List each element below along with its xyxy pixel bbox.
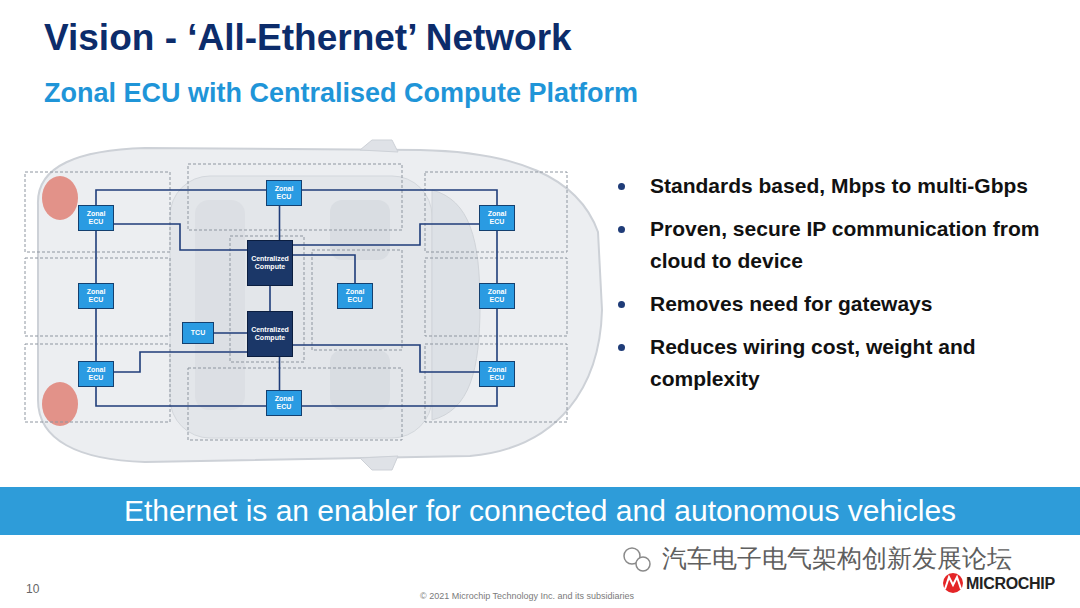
node-label: Centralized Compute — [251, 326, 289, 342]
zonal-ecu-box: Zonal ECU — [479, 205, 515, 231]
ethernet-link — [95, 309, 97, 361]
node-label: Centralized Compute — [251, 255, 289, 271]
bullet-dot — [618, 226, 625, 233]
watermark-text: 汽车电子电气架构创新发展论坛 — [662, 544, 1012, 573]
icon-bubble — [636, 557, 650, 571]
ethernet-link — [279, 357, 281, 390]
bullet-item: Standards based, Mbps to multi-Gbps — [615, 170, 1047, 202]
bullet-item: Removes need for gateways — [615, 288, 1047, 320]
ethernet-link — [214, 332, 247, 334]
bullet-text: Standards based, Mbps to multi-Gbps — [650, 174, 1028, 197]
banner-band: Ethernet is an enabler for connected and… — [0, 487, 1080, 535]
bullet-dot — [618, 301, 625, 308]
zone-outline — [25, 258, 170, 336]
ethernet-link — [114, 352, 247, 372]
tail-light — [42, 382, 78, 426]
node-label: TCU — [191, 329, 205, 337]
node-label: Zonal ECU — [87, 366, 106, 382]
side-mirror — [360, 456, 398, 470]
zone-outline — [230, 236, 304, 362]
ethernet-link — [293, 345, 479, 372]
bullet-text: Reduces wiring cost, weight and complexi… — [650, 335, 976, 390]
ethernet-link — [96, 190, 266, 205]
zonal-ecu-box: Zonal ECU — [266, 390, 302, 416]
bullet-text: Removes need for gateways — [650, 292, 932, 315]
bullet-dot — [618, 344, 625, 351]
zonal-ecu-box: Zonal ECU — [78, 361, 114, 387]
zone-outline — [425, 344, 567, 422]
ethernet-link — [496, 309, 498, 361]
zone-outline — [25, 172, 170, 252]
ethernet-link — [269, 286, 271, 311]
ethernet-link — [96, 387, 266, 406]
bullet-list: Standards based, Mbps to multi-GbpsProve… — [615, 170, 1047, 406]
zone-outline — [312, 250, 402, 350]
node-label: Zonal ECU — [87, 210, 106, 226]
page-number: 10 — [26, 582, 39, 596]
ethernet-link — [293, 255, 355, 283]
zonal-ecu-box: Zonal ECU — [337, 283, 373, 309]
ethernet-link — [302, 387, 497, 406]
tcu-box: TCU — [182, 322, 214, 344]
zonal-ecu-box: Zonal ECU — [479, 283, 515, 309]
cabin — [170, 176, 432, 438]
node-label: Zonal ECU — [488, 366, 507, 382]
side-mirror — [360, 140, 398, 152]
zone-outline — [425, 258, 567, 336]
zone-outline — [188, 164, 402, 230]
seat — [330, 350, 390, 410]
bullet-item: Proven, secure IP communication from clo… — [615, 213, 1047, 277]
logo-mark — [943, 573, 963, 593]
node-label: Zonal ECU — [87, 288, 106, 304]
slide-title: Vision - ‘All-Ethernet’ Network — [44, 16, 572, 60]
node-label: Zonal ECU — [346, 288, 365, 304]
bullet-text: Proven, secure IP communication from clo… — [650, 217, 1039, 272]
node-label: Zonal ECU — [275, 395, 294, 411]
car-body — [38, 148, 602, 462]
zonal-ecu-box: Zonal ECU — [266, 180, 302, 206]
zonal-ecu-box: Zonal ECU — [78, 283, 114, 309]
tail-light — [42, 176, 78, 220]
ethernet-link — [293, 224, 479, 245]
zone-outline — [25, 344, 170, 422]
node-label: Zonal ECU — [488, 210, 507, 226]
ethernet-link — [496, 231, 498, 283]
copyright-note: © 2021 Microchip Technology Inc. and its… — [420, 591, 634, 601]
zonal-ecu-box: Zonal ECU — [78, 205, 114, 231]
ethernet-link — [95, 231, 97, 283]
wechat-icon — [624, 548, 650, 571]
slide-subtitle: Zonal ECU with Centralised Compute Platf… — [44, 76, 638, 110]
zonal-ecu-box: Zonal ECU — [479, 361, 515, 387]
node-label: Ethernet is an enabler for connected and… — [124, 487, 956, 535]
node-label: Zonal ECU — [488, 288, 507, 304]
zone-outline — [425, 172, 567, 252]
node-label: Zonal ECU — [275, 185, 294, 201]
bullet-item: Reduces wiring cost, weight and complexi… — [615, 331, 1047, 395]
microchip-logo — [943, 573, 963, 593]
zone-outline — [188, 368, 402, 440]
bullet-dot — [618, 183, 625, 190]
ethernet-link — [114, 224, 247, 250]
ethernet-link — [279, 206, 281, 240]
ethernet-link — [302, 190, 497, 205]
compute-box: Centralized Compute — [247, 311, 293, 357]
compute-box: Centralized Compute — [247, 240, 293, 286]
logo-wordmark: MICROCHIP — [966, 574, 1055, 593]
logo-mark-line — [945, 577, 961, 589]
rear-seat — [195, 200, 245, 410]
